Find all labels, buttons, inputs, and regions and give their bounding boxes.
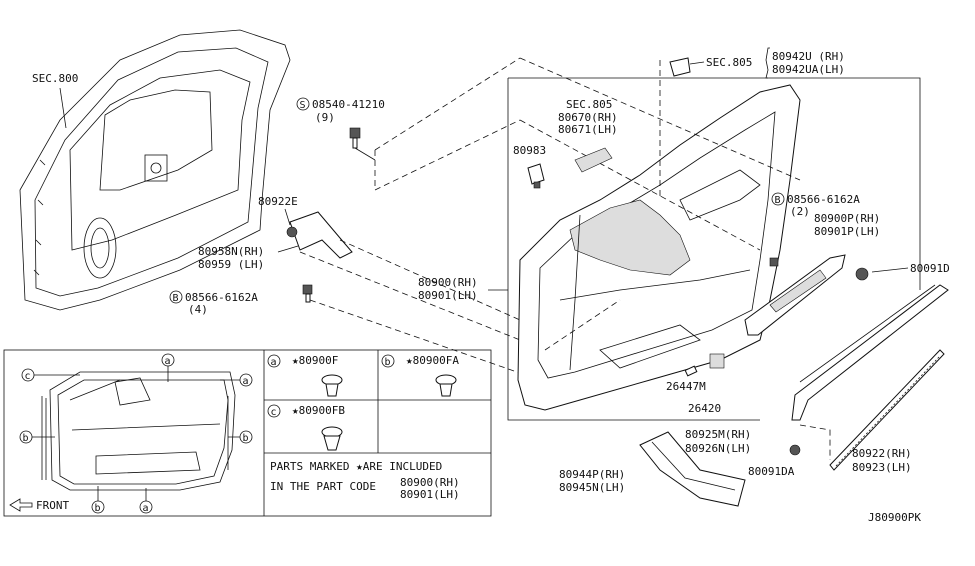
callout-b-bottom-letter: b (95, 503, 101, 514)
label-26447m: 26447M (666, 380, 706, 393)
callout-a-bottom-letter: a (143, 503, 149, 514)
label-80983: 80983 (513, 144, 546, 157)
callout-a-top-letter: a (165, 356, 171, 367)
clip-c-code: ★80900FB (292, 404, 345, 417)
clip-location-legend: c a a b b b a F (3, 349, 492, 517)
label-screw-right-qty: (2) (790, 205, 810, 218)
label-80091d: 80091D (910, 262, 950, 275)
label-80959: 80959 (LH) (198, 258, 264, 271)
marker-b-icon-left: B (169, 290, 183, 304)
callout-c-icon: c (21, 368, 35, 382)
callout-b-right-letter: b (243, 433, 249, 444)
marker-b-letter-left: B (173, 293, 179, 304)
clip-c-cell: c ★80900FB (267, 404, 345, 451)
callout-b-right-icon: b (239, 430, 253, 444)
front-arrow-icon (9, 498, 33, 512)
label-80942u: 80942U (RH) (772, 50, 845, 63)
label-sec800: SEC.800 (32, 72, 78, 85)
label-80958n: 80958N(RH) (198, 245, 264, 258)
clip-b-marker: b (385, 357, 391, 368)
clip-b-cell: b ★80900FA (381, 354, 459, 397)
label-26420: 26420 (688, 402, 721, 415)
label-80945n: 80945N(LH) (559, 481, 625, 494)
callout-a-right-icon: a (239, 373, 253, 387)
callout-b-left-icon: b (19, 430, 33, 444)
label-80923lh: 80923(LH) (852, 461, 912, 474)
marker-b-icon-right: B (771, 192, 785, 206)
label-screw-right: 08566-6162A (787, 193, 860, 206)
marker-s-icon: S (296, 97, 310, 111)
label-80944p: 80944P(RH) (559, 468, 625, 481)
clip-c-icon (321, 426, 343, 451)
label-80670: 80670(RH) (558, 111, 618, 124)
inner-handle-icon (574, 147, 613, 173)
door-body-illustration (19, 29, 291, 311)
label-80925m: 80925M(RH) (685, 428, 751, 441)
label-sec805-top: SEC.805 (706, 56, 752, 69)
marker-s-letter: S (300, 100, 306, 111)
clip-a-marker: a (271, 357, 277, 368)
clip-b-code: ★80900FA (406, 354, 459, 367)
bolt-icon (349, 127, 361, 149)
note-code2: 80901(LH) (400, 488, 460, 501)
bulb-icon (684, 365, 698, 377)
note-line2: IN THE PART CODE (270, 480, 376, 493)
label-screw-left: 08566-6162A (185, 291, 258, 304)
pocket-trim-illustration (639, 431, 746, 507)
armrest-pad-illustration (791, 284, 949, 421)
callout-a-right-letter: a (243, 376, 249, 387)
note-code1: 80900(RH) (400, 476, 460, 489)
screw-icon-right (769, 257, 779, 267)
label-80671: 80671(LH) (558, 123, 618, 136)
weatherstrip-illustration (829, 349, 945, 471)
clip-80983-icon (527, 163, 545, 189)
note-line1: PARTS MARKED ★ARE INCLUDED (270, 460, 442, 473)
label-80901p: 80901P(LH) (814, 225, 880, 238)
label-80901lh: 80901(LH) (418, 289, 478, 302)
label-80926n: 80926N(LH) (685, 442, 751, 455)
label-bolt-code: 08540-41210 (312, 98, 385, 111)
handle-cap-icon (669, 57, 691, 77)
callout-a-bottom-icon: a (139, 500, 153, 514)
clip-c-marker: c (271, 407, 277, 418)
label-80091da: 80091DA (748, 465, 795, 478)
clip-a-cell: a ★80900F (267, 354, 343, 397)
callout-c-letter: c (25, 371, 31, 382)
label-80942ua: 80942UA(LH) (772, 63, 845, 76)
lamp-icon (709, 353, 725, 369)
screw-icon-left (302, 284, 313, 303)
label-screw-left-qty: (4) (188, 303, 208, 316)
marker-b-letter-right: B (775, 195, 781, 206)
callout-b-left-letter: b (23, 433, 29, 444)
label-80900p: 80900P(RH) (814, 212, 880, 225)
switch-panel-illustration (744, 254, 846, 336)
fastener-80091da-icon (789, 444, 801, 456)
front-label: FRONT (36, 499, 69, 512)
fastener-80091d-icon (855, 267, 869, 281)
clip-a-icon (321, 374, 343, 397)
label-80922rh: 80922(RH) (852, 447, 912, 460)
door-trim-panel-illustration (517, 84, 801, 411)
label-80900rh: 80900(RH) (418, 276, 478, 289)
reference-code: J80900PK (868, 511, 921, 524)
callout-b-bottom-icon: b (91, 500, 105, 514)
callout-a-top-icon: a (161, 353, 175, 367)
clip-b-icon (435, 374, 457, 397)
label-bolt-qty: (9) (315, 111, 335, 124)
label-80922e: 80922E (258, 195, 298, 208)
bracket-illustration (286, 211, 353, 259)
label-sec805-mid: SEC.805 (566, 98, 612, 111)
clip-a-code: ★80900F (292, 354, 338, 367)
